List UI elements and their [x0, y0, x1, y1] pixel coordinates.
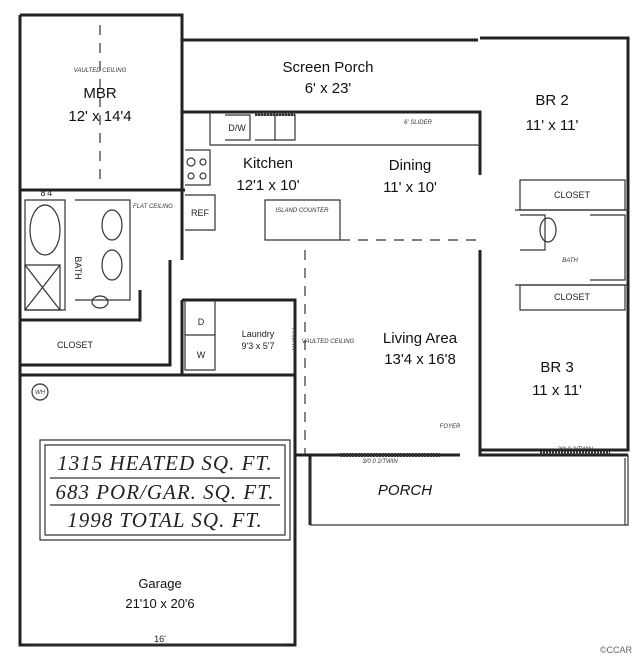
- laundry-name: Laundry: [242, 329, 275, 339]
- hall-bath-label: BATH: [562, 258, 578, 264]
- br2-size: 11' x 11': [526, 117, 579, 134]
- garage-size: 21'10 x 20'6: [125, 596, 194, 611]
- pantry-label: PANTRY: [290, 328, 296, 353]
- br3-closet: CLOSET: [554, 292, 591, 302]
- laundry-size: 9'3 x 5'7: [242, 341, 275, 351]
- dining-name: Dining: [389, 157, 432, 174]
- flat-ceiling: FLAT CEILING: [133, 204, 173, 210]
- kitchen-name: Kitchen: [243, 155, 293, 172]
- foyer-label: FOYER: [440, 424, 461, 430]
- island-label: ISLAND COUNTER: [275, 208, 329, 214]
- mbr-name: MBR: [83, 85, 117, 102]
- br3-size: 11 x 11': [532, 382, 582, 399]
- porch-name: PORCH: [378, 482, 432, 499]
- living-size: 13'4 x 16'8: [384, 351, 456, 368]
- mbr-size: 12' x 14'4: [68, 108, 131, 125]
- garage-door-width: 16': [154, 634, 166, 644]
- wh-label: WH: [35, 390, 46, 396]
- screen-porch-size: 6' x 23': [305, 80, 352, 97]
- summary-heated: 1315 HEATED SQ. FT.: [57, 451, 273, 475]
- living-name: Living Area: [383, 330, 458, 347]
- slider-label: 6' SLIDER: [404, 120, 432, 126]
- br3-name: BR 3: [540, 359, 573, 376]
- br2-name: BR 2: [535, 92, 568, 109]
- kitchen-size: 12'1 x 10': [236, 177, 299, 194]
- mbr-closet: CLOSET: [57, 340, 94, 350]
- br2-closet: CLOSET: [554, 190, 591, 200]
- walls: [18, 13, 630, 647]
- br3-window: 3/0 0 2/TWIN: [557, 447, 593, 453]
- living-note: VAULTED CEILING: [302, 339, 355, 345]
- dw-label: D/W: [228, 123, 246, 133]
- summary-por-gar: 683 POR/GAR. SQ. FT.: [55, 480, 274, 504]
- mbr-bath-label: BATH: [73, 256, 83, 279]
- screen-porch-name: Screen Porch: [283, 59, 374, 76]
- garage-name: Garage: [138, 576, 181, 591]
- mbr-width: 8'4": [41, 188, 56, 198]
- summary-total: 1998 TOTAL SQ. FT.: [67, 508, 263, 532]
- watermark: ©CCAR: [600, 645, 633, 655]
- living-window: 3/0 0 2/TWIN: [362, 459, 398, 465]
- ref-label: REF: [191, 208, 210, 218]
- mbr-note: VAULTED CEILING: [74, 68, 127, 74]
- washer-label: W: [197, 350, 206, 360]
- dining-size: 11' x 10': [383, 179, 437, 196]
- dryer-label: D: [198, 317, 205, 327]
